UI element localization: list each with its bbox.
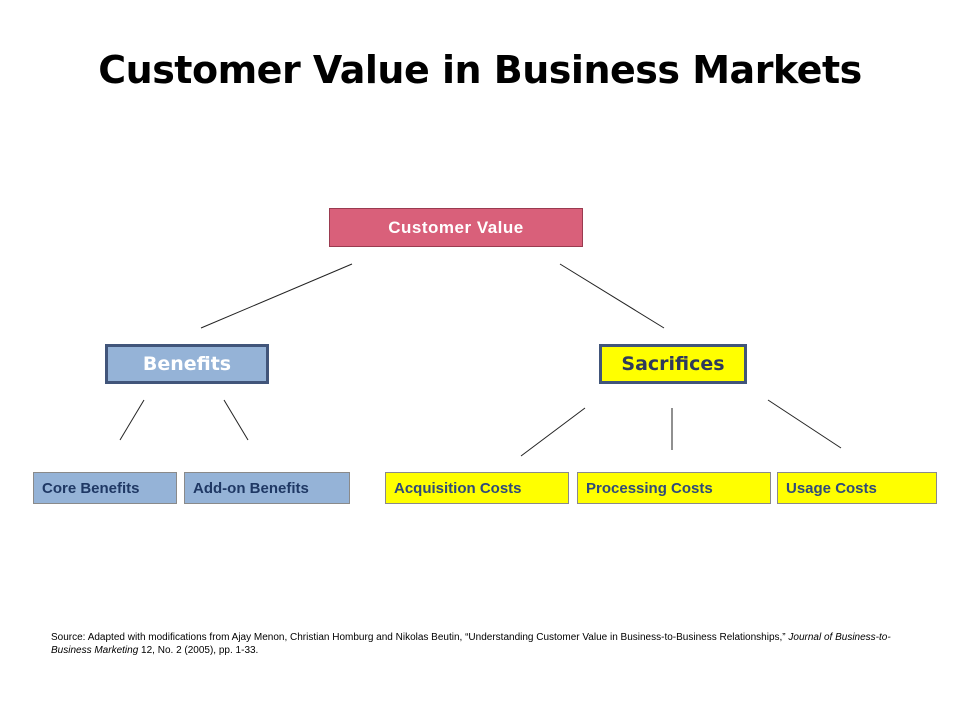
source-suffix: 12, No. 2 (2005), pp. 1-33. bbox=[138, 645, 259, 656]
connector-benefits-core bbox=[119, 399, 145, 441]
connector-sacrifices-acquisition bbox=[520, 407, 586, 457]
node-benefits: Benefits bbox=[105, 344, 269, 384]
node-acquisition-costs-label: Acquisition Costs bbox=[394, 479, 522, 497]
node-core-benefits: Core Benefits bbox=[33, 472, 177, 504]
node-processing-costs: Processing Costs bbox=[577, 472, 771, 504]
connector-benefits-addon bbox=[223, 399, 249, 441]
source-journal: Journal of Business-to-Business Marketin… bbox=[51, 632, 891, 656]
connector-sacrifices-usage bbox=[767, 399, 842, 449]
connector-root-benefits bbox=[200, 263, 353, 329]
node-processing-costs-label: Processing Costs bbox=[586, 479, 713, 497]
node-sacrifices-label: Sacrifices bbox=[621, 353, 725, 375]
page-title: Customer Value in Business Markets bbox=[98, 48, 862, 92]
node-usage-costs-label: Usage Costs bbox=[786, 479, 877, 497]
node-sacrifices: Sacrifices bbox=[599, 344, 747, 384]
node-addon-benefits: Add-on Benefits bbox=[184, 472, 350, 504]
connector-root-sacrifices bbox=[559, 263, 665, 329]
node-core-benefits-label: Core Benefits bbox=[42, 479, 140, 497]
source-prefix: Source: Adapted with modifications from … bbox=[51, 632, 789, 643]
node-benefits-label: Benefits bbox=[142, 353, 232, 375]
node-acquisition-costs: Acquisition Costs bbox=[385, 472, 569, 504]
node-usage-costs: Usage Costs bbox=[777, 472, 937, 504]
source-citation: Source: Adapted with modifications from … bbox=[51, 631, 911, 657]
node-customer-value: Customer Value bbox=[329, 208, 583, 247]
node-customer-value-label: Customer Value bbox=[388, 217, 524, 237]
node-addon-benefits-label: Add-on Benefits bbox=[193, 479, 309, 497]
